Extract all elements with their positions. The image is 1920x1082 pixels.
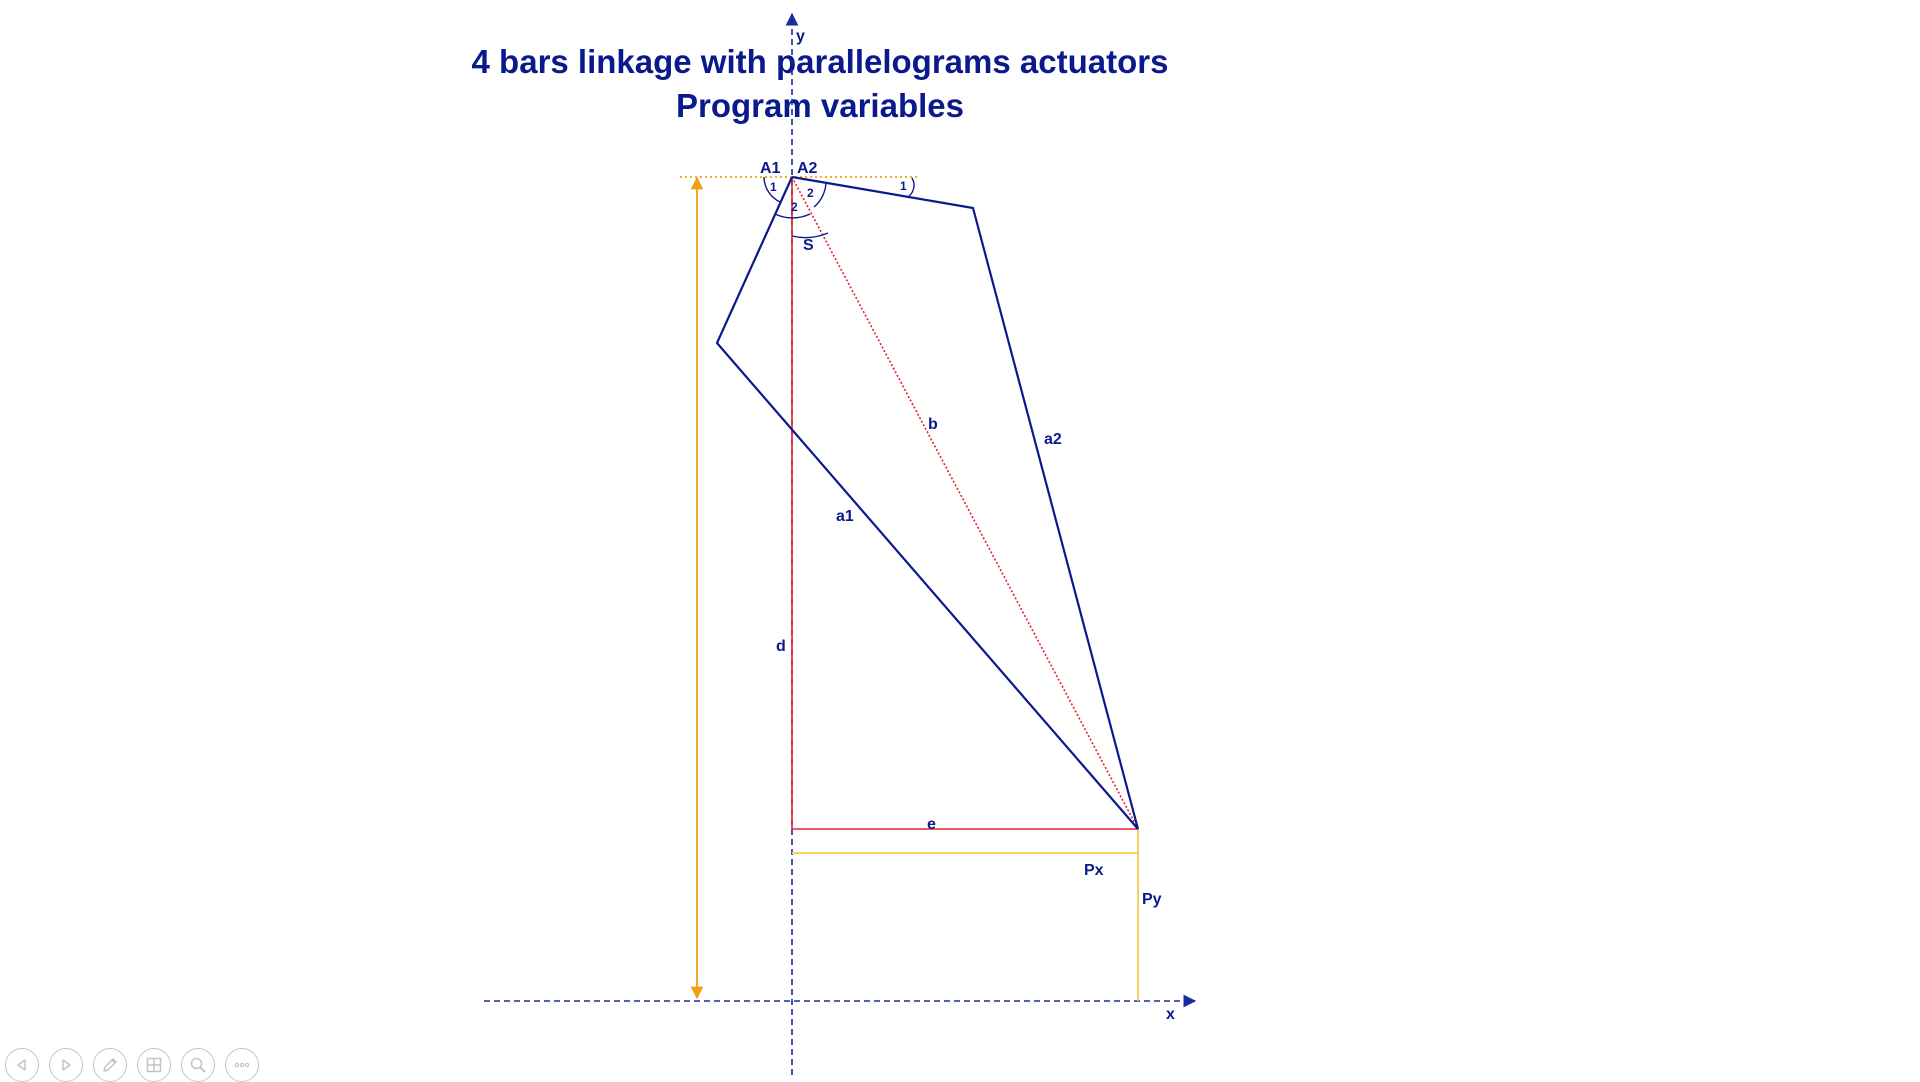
- next-slide-icon: [62, 1059, 71, 1071]
- arm-a2: [791, 175, 1140, 830]
- previous-slide-icon: [17, 1059, 26, 1071]
- label-a2-arm: a2: [1044, 431, 1062, 448]
- more-options-icon: [234, 1062, 250, 1068]
- arm-a1: [715, 176, 1139, 830]
- label-angle-1-left: 1: [770, 180, 777, 194]
- angle-arc-1-left: [763, 176, 781, 203]
- label-px: Px: [1084, 862, 1104, 879]
- label-a1-joint: A1: [760, 160, 781, 177]
- x-axis-label: x: [1166, 1006, 1175, 1023]
- label-b: b: [928, 416, 938, 433]
- slide-subtitle: Program variables: [676, 87, 964, 124]
- more-options-button[interactable]: [225, 1048, 259, 1082]
- next-slide-button[interactable]: [49, 1048, 83, 1082]
- zoom-icon: [190, 1057, 206, 1073]
- label-angle-2-left: 2: [791, 200, 798, 214]
- slide-title: 4 bars linkage with parallelograms actua…: [471, 43, 1169, 80]
- label-s: S: [803, 237, 814, 254]
- previous-slide-button[interactable]: [5, 1048, 39, 1082]
- label-angle-2-right: 2: [807, 186, 814, 200]
- angle-arc-2-right: [813, 181, 827, 208]
- see-all-slides-button[interactable]: [137, 1048, 171, 1082]
- label-a2-joint: A2: [797, 160, 818, 177]
- label-e: e: [927, 816, 936, 833]
- label-py: Py: [1142, 891, 1162, 908]
- y-axis-label: y: [796, 28, 805, 45]
- angle-arc-s: [791, 232, 829, 239]
- zoom-button[interactable]: [181, 1048, 215, 1082]
- label-a1-arm: a1: [836, 508, 854, 525]
- see-all-slides-icon: [146, 1057, 162, 1073]
- pen-icon: [103, 1058, 117, 1072]
- label-angle-1-right: 1: [900, 179, 907, 193]
- pen-button[interactable]: [93, 1048, 127, 1082]
- angle-arc-1-right: [908, 177, 915, 197]
- label-d: d: [776, 638, 786, 655]
- b-line: [791, 176, 1139, 830]
- angle-arc-2-left: [774, 213, 811, 219]
- presentation-toolbar: [5, 1048, 259, 1082]
